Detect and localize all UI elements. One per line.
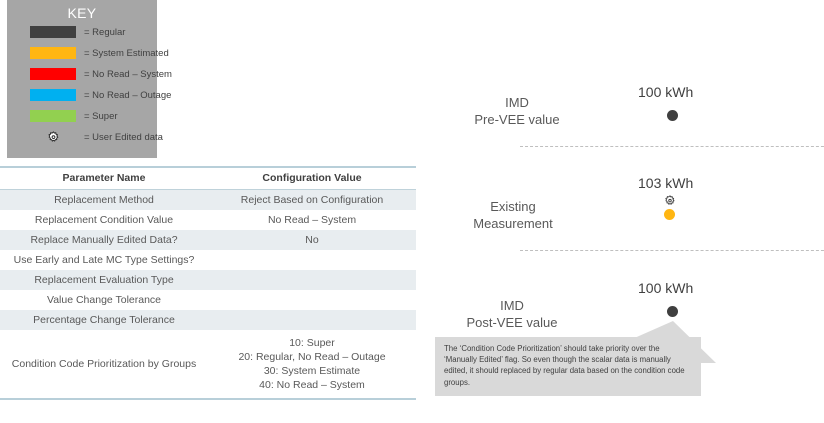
key-item-label: = Super [84,110,118,122]
cell-configuration-value [208,290,416,310]
value-label-post-vee: 100 kWh [638,280,694,296]
column-header-configuration-value: Configuration Value [208,168,416,190]
data-point-marker-regular [667,110,678,121]
table-header-row: Parameter Name Configuration Value [0,168,416,190]
cell-parameter-name: Use Early and Late MC Type Settings? [13,254,195,266]
key-title: KEY [67,5,97,21]
cell-parameter-name: Percentage Change Tolerance [0,310,208,330]
cell-configuration-value: Reject Based on Configuration [208,189,416,210]
table-row: Replace Manually Edited Data? No [0,230,416,250]
table-top-rule [0,166,416,168]
gear-icon [664,194,676,212]
value-label-existing: 103 kWh [638,175,694,191]
key-item-label: = Regular [84,26,126,38]
key-item-label: = User Edited data [84,131,163,143]
vee-flow-diagram: IMD Pre-VEE value 100 kWh Existing Measu… [420,0,824,423]
key-item-label: = System Estimated [84,47,169,59]
table-row: Use Early and Late MC Type Settings? [0,250,416,270]
cell-configuration-value: No Read – System [267,214,357,226]
color-swatch-regular [30,26,76,38]
stage-label-line1: IMD [500,298,524,313]
table-row: Replacement Condition Value No Read – Sy… [0,210,416,230]
value-label-pre-vee: 100 kWh [638,84,694,100]
stage-label-line2: Measurement [473,216,553,231]
key-item-label: = No Read – System [84,68,172,80]
cell-parameter-name: Replacement Condition Value [34,214,174,226]
value-line: 30: System Estimate [263,365,361,377]
configuration-parameters-table: Parameter Name Configuration Value Repla… [0,166,416,400]
key-item-regular: = Regular [7,22,157,42]
color-swatch-no-read-outage [30,89,76,101]
cell-configuration-value: No [208,230,416,250]
key-legend-panel: KEY = Regular = System Estimated = No Re… [7,0,172,158]
data-point-marker-regular [667,306,678,317]
stage-label-existing-measurement: Existing Measurement [428,198,598,232]
data-point-marker-system-estimated [664,209,675,220]
key-item-no-read-outage: = No Read – Outage [7,85,171,105]
table-bottom-rule [0,398,416,400]
value-line: 40: No Read – System [259,379,365,391]
cell-configuration-value: 10: Super 20: Regular, No Read – Outage … [208,330,416,398]
section-divider [520,250,824,251]
value-line: 20: Regular, No Read – Outage [238,351,386,363]
value-line: 10: Super [289,337,335,349]
stage-label-line2: Post-VEE value [466,315,558,330]
key-item-label: = No Read – Outage [84,89,172,101]
table-row: Condition Code Prioritization by Groups … [0,330,416,398]
stage-label-imd-post-vee: IMD Post-VEE value [432,297,592,331]
table-row: Value Change Tolerance [0,290,416,310]
gear-icon [30,130,76,144]
key-item-no-read-system: = No Read – System [7,64,172,84]
table-row: Percentage Change Tolerance [0,310,416,330]
key-item-super: = Super [7,106,157,126]
color-swatch-system-estimated [30,47,76,59]
table-row: Replacement Method Reject Based on Confi… [0,189,416,210]
color-swatch-super [30,110,76,122]
cell-parameter-name: Replacement Method [0,189,208,210]
key-item-user-edited: = User Edited data [7,127,163,147]
cell-parameter-name: Value Change Tolerance [46,294,162,306]
stage-label-line2: Pre-VEE value [474,112,560,127]
key-item-system-estimated: = System Estimated [7,43,169,63]
cell-parameter-name: Replace Manually Edited Data? [0,230,208,250]
cell-parameter-name: Replacement Evaluation Type [0,270,208,290]
cell-configuration-value [208,270,416,290]
callout-note: The ‘Condition Code Prioritization’ shou… [435,337,701,396]
stage-label-imd-pre-vee: IMD Pre-VEE value [442,94,592,128]
color-swatch-no-read-system [30,68,76,80]
stage-label-line1: IMD [505,95,529,110]
cell-parameter-name: Condition Code Prioritization by Groups [11,358,197,370]
stage-label-line1: Existing [490,199,536,214]
column-header-parameter-name: Parameter Name [0,168,208,190]
cell-configuration-value [208,310,416,330]
section-divider [520,146,824,147]
cell-configuration-value [208,250,416,270]
table-row: Replacement Evaluation Type [0,270,416,290]
